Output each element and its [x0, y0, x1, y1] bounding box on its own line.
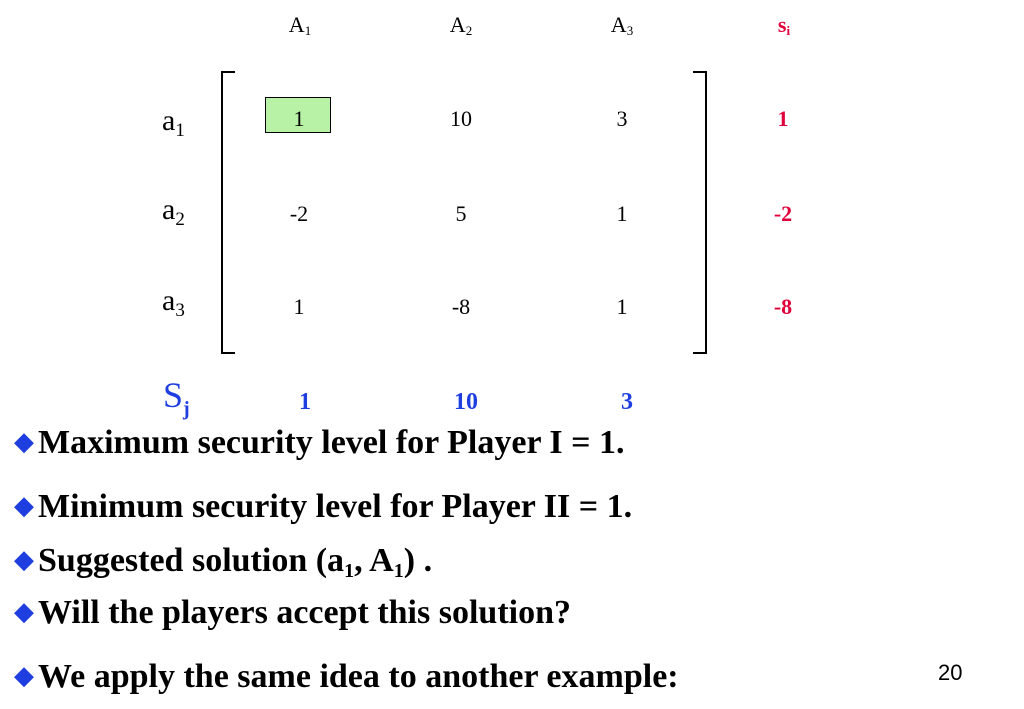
matrix-cell: -2	[289, 201, 309, 226]
Sj-value: 10	[454, 389, 478, 415]
matrix-cell: 5	[455, 201, 467, 226]
row-header-a2: a2	[162, 193, 185, 230]
matrix-cell: 3	[616, 106, 628, 131]
bullet-item: ◆We apply the same idea to another examp…	[14, 658, 679, 696]
bullet-item: ◆Suggested solution (a1, A1) .	[14, 542, 432, 583]
bullet-text: Will the players accept this solution?	[38, 594, 571, 631]
si-value: -8	[773, 294, 793, 319]
Sj-label: Sj	[163, 375, 190, 420]
matrix-cell: -8	[451, 294, 471, 319]
bullet-text: Suggested solution (a1, A1) .	[38, 542, 433, 582]
matrix-cell: 1	[616, 201, 628, 226]
row-header-a1: a1	[162, 104, 185, 141]
bullet-item: ◆Will the players accept this solution?	[14, 594, 571, 632]
bullet-item: ◆Maximum security level for Player I = 1…	[14, 424, 625, 462]
si-value: 1	[777, 106, 789, 131]
diamond-bullet-icon: ◆	[14, 661, 34, 690]
matrix-cell: 1	[293, 106, 305, 131]
bullet-item: ◆Minimum security level for Player II = …	[14, 488, 632, 526]
column-header-A2: A2	[449, 12, 473, 38]
bullet-text: We apply the same idea to another exampl…	[38, 658, 679, 695]
column-header-A3: A3	[610, 12, 634, 38]
column-header-si: si	[777, 12, 791, 38]
Sj-value: 1	[299, 389, 311, 415]
matrix-cell: 10	[450, 106, 472, 131]
page-number: 20	[938, 660, 963, 685]
Sj-value: 3	[621, 389, 633, 415]
matrix-cell: 1	[293, 294, 305, 319]
si-value: -2	[773, 201, 793, 226]
bullet-text: Maximum security level for Player I = 1.	[38, 424, 625, 461]
row-header-a3: a3	[162, 284, 185, 321]
matrix-left-bracket	[221, 71, 235, 354]
diamond-bullet-icon: ◆	[14, 597, 34, 626]
column-header-A1: A1	[288, 12, 312, 38]
saddle-point-highlight	[265, 97, 331, 133]
bullet-text: Minimum security level for Player II = 1…	[38, 488, 633, 525]
matrix-right-bracket	[693, 71, 707, 354]
diamond-bullet-icon: ◆	[14, 545, 34, 574]
matrix-cell: 1	[616, 294, 628, 319]
diamond-bullet-icon: ◆	[14, 491, 34, 520]
diamond-bullet-icon: ◆	[14, 427, 34, 456]
